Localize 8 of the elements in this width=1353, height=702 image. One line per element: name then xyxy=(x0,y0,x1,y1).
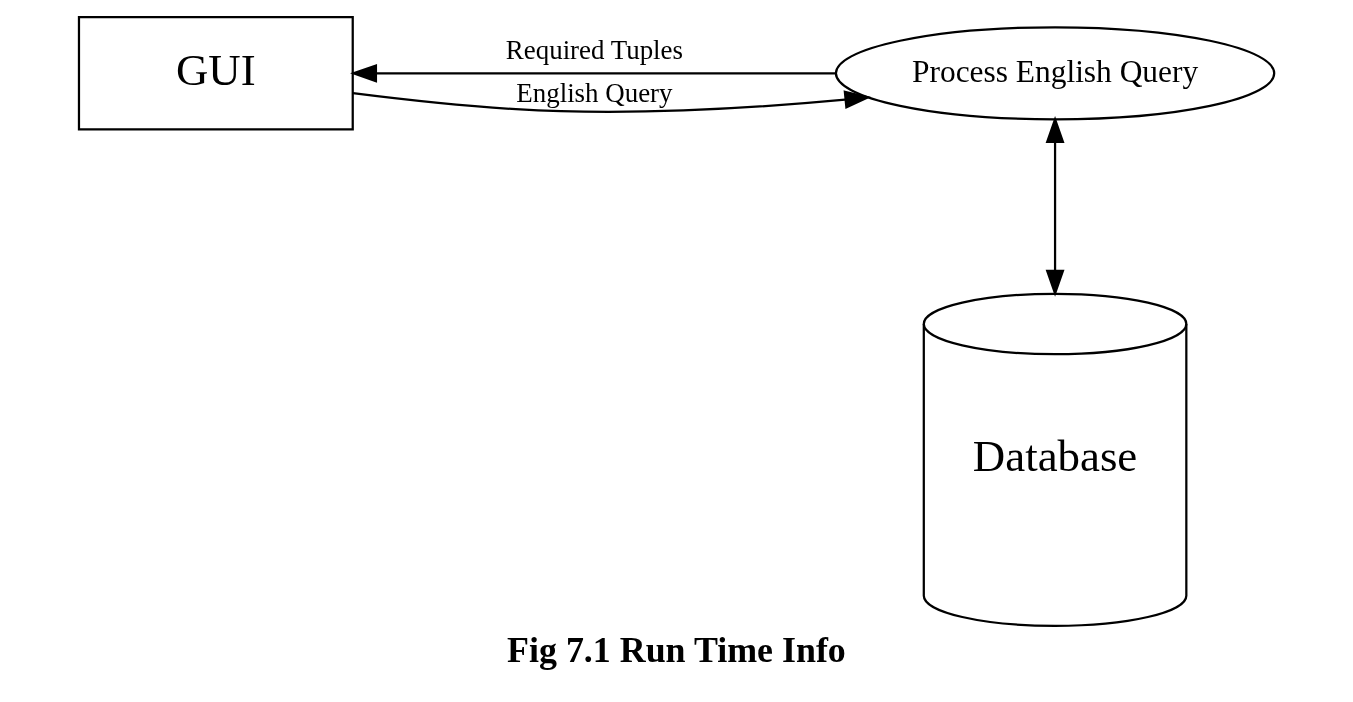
caption: Fig 7.1 Run Time Info xyxy=(507,629,846,670)
node-ellipse: Process English Query xyxy=(834,26,1276,121)
edge-label: English Query xyxy=(516,77,673,108)
arrow xyxy=(350,63,836,83)
edge-label: Required Tuples xyxy=(505,34,683,65)
arrow xyxy=(352,90,872,113)
arrow xyxy=(1045,116,1065,297)
node-box: GUI xyxy=(77,16,354,131)
